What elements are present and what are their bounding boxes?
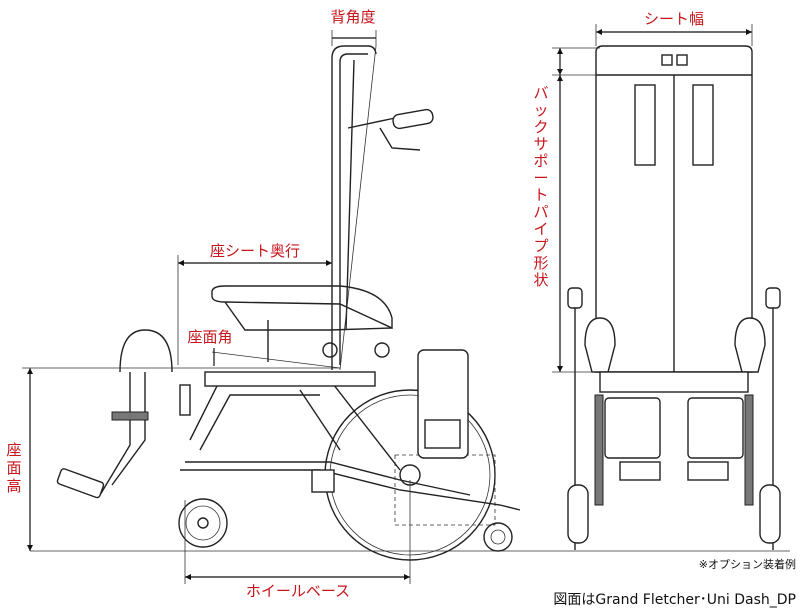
base-frame (180, 469, 521, 511)
front-caster-rim (185, 505, 221, 541)
anti-tip-hub (490, 529, 506, 545)
side-view-drawing (30, 45, 560, 561)
seat-angle-label: 座面角 (187, 328, 232, 346)
backrest-brace (345, 59, 355, 331)
back-pipe-v-char: プ (533, 237, 548, 255)
battery-label (424, 419, 461, 449)
base-frame-upper (185, 461, 471, 496)
wheelbase-label: ホイールベース (246, 582, 350, 600)
front-clamp (179, 384, 191, 416)
back-angle-label: 背角度 (330, 8, 375, 26)
left-armrest-pad (584, 317, 616, 373)
footplate (56, 468, 105, 499)
legrest-front (99, 372, 131, 496)
front-caster-hub (197, 517, 209, 529)
model-caption: 図面はGrand Fletcher･Uni Dash_DP (553, 592, 796, 608)
back-pipe-v-char: サ (533, 135, 548, 153)
seat-height-v-char: 座 (6, 441, 21, 459)
brake-lever (379, 127, 421, 151)
calf-pad (111, 411, 149, 421)
left-footplate (619, 461, 661, 481)
frame-clamp (311, 469, 335, 493)
back-pipe-v-char: 状 (533, 271, 548, 289)
leg-support-loop (119, 329, 173, 373)
back-angle-ref-line (339, 45, 377, 371)
front-dimensions (552, 24, 753, 373)
side-frame-inner (199, 394, 320, 451)
push-handle-bar (347, 117, 396, 129)
back-pocket-right (692, 84, 714, 166)
side-frame (189, 379, 401, 471)
seat-width-label: シート幅 (644, 10, 704, 28)
left-caster (567, 484, 589, 544)
strut (299, 389, 341, 451)
seat-base (224, 301, 393, 331)
seat-height-label: 座面高座面高 (6, 441, 21, 495)
back-pipe-v-char: バ (533, 84, 548, 102)
back-pipe-v-char: ポ (533, 152, 548, 170)
side-dimensions (22, 30, 411, 584)
back-pocket-left (634, 84, 656, 166)
seat-depth-label: 座シート奥行 (210, 242, 300, 260)
optional-equipment-note: ※オプション装着例 (699, 557, 796, 571)
right-footplate (687, 461, 729, 481)
seat-rail (204, 371, 376, 387)
seat-height-v-char: 高 (6, 477, 21, 495)
handle-grip (392, 108, 434, 130)
anti-tip-wheel (483, 522, 513, 552)
backrest-frame-outer (331, 45, 377, 370)
right-calf-pad (687, 397, 744, 459)
right-armrest-pad (734, 317, 766, 373)
seat-angle-incline (211, 351, 341, 369)
back-pipe-v-char: ク (533, 118, 548, 136)
front-view-drawing (560, 45, 790, 552)
back-pipe-v-char: パ (533, 203, 548, 221)
pivot-joint-2 (374, 342, 390, 358)
back-pipe-v-char: ッ (533, 101, 548, 119)
back-pipe-v-char: 形 (533, 254, 548, 272)
battery-box (417, 349, 469, 459)
left-handle-knob (567, 287, 583, 309)
seat-height-v-char: 面 (6, 459, 21, 477)
right-rear-wheel (744, 394, 754, 506)
front-caster (178, 498, 228, 548)
right-handle-knob (765, 287, 781, 309)
back-pipe-shape-label: バックサポートパイプ形状バックサポートパイプ形状 (533, 84, 548, 289)
left-calf-pad (604, 397, 661, 459)
backrest-frame-inner (339, 53, 368, 365)
back-pipe-v-char: ー (533, 169, 548, 187)
pivot-joint (322, 342, 338, 358)
legrest-back (111, 372, 146, 486)
back-pipe-v-char: ト (533, 186, 548, 204)
back-pipe-v-char: イ (533, 220, 548, 238)
right-caster (759, 484, 781, 544)
seat-front (599, 371, 749, 393)
left-rear-wheel (594, 394, 604, 506)
